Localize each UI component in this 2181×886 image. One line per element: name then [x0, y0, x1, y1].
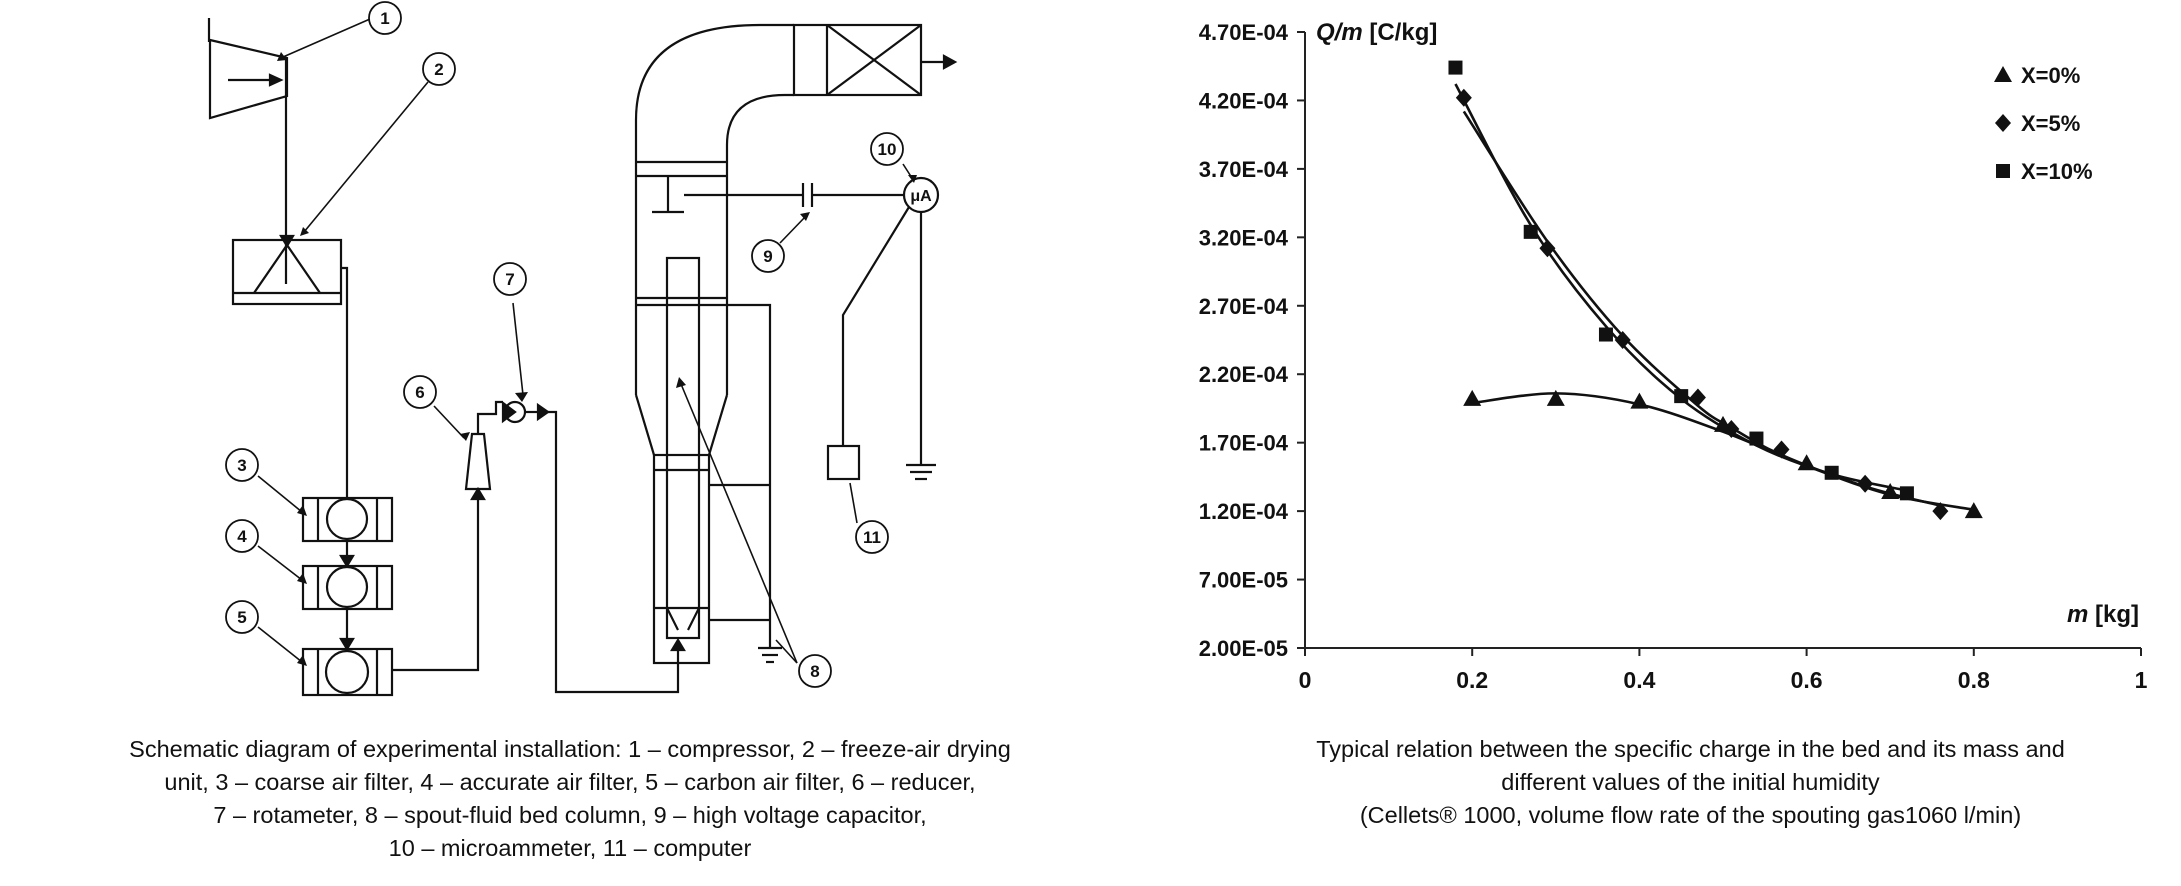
callout-3 — [225, 448, 259, 482]
data-point-square — [1598, 327, 1613, 342]
data-point-diamond — [1773, 440, 1790, 459]
microammeter — [841, 176, 940, 481]
y-tick-label: 7.00E-05 — [1199, 568, 1288, 593]
callout-10-label: 10 — [878, 140, 897, 159]
data-point-diamond — [1455, 88, 1472, 107]
y-tick-label: 2.00E-05 — [1199, 636, 1288, 661]
callout-6-label: 6 — [415, 383, 424, 402]
data-point-triangle — [1881, 482, 1900, 499]
x-tick-label: 0.2 — [1456, 667, 1488, 693]
callout-4 — [225, 519, 259, 553]
data-point-triangle — [1630, 392, 1649, 409]
y-tick-label: 1.70E-04 — [1199, 431, 1289, 456]
callout-7-label: 7 — [505, 270, 514, 289]
legend-label: X=5% — [2021, 111, 2080, 136]
data-point-square — [1523, 224, 1538, 239]
accurate-air-filter — [301, 564, 394, 611]
y-tick-label: 2.70E-04 — [1199, 294, 1289, 319]
installation-schematic: 1 2 3 4 5 6 7 8 9 10 11 μA — [207, 1, 958, 697]
callout-9-label: 9 — [763, 247, 772, 266]
data-point-diamond — [1932, 502, 1949, 521]
chart-marks — [1448, 60, 1983, 521]
chart-caption-line: (Cellets® 1000, volume flow rate of the … — [1359, 802, 2022, 828]
callout-3-label: 3 — [237, 456, 246, 475]
legend-marker-diamond — [1995, 114, 2011, 132]
x-tick-label: 0.8 — [1958, 667, 1990, 693]
chart-axes: 2.00E-05 7.00E-05 1.20E-04 1.70E-04 2.20E-04… — [1199, 19, 2148, 693]
callout-9 — [751, 239, 785, 273]
legend-label: X=10% — [2021, 159, 2093, 184]
diagram-caption-line: Schematic diagram of experimental instal… — [129, 736, 1011, 762]
high-voltage-capacitor — [801, 183, 905, 207]
x-axis-label: m [kg] — [2067, 601, 2139, 628]
chart-fit-curves — [1454, 83, 1975, 512]
callout-5-label: 5 — [237, 608, 246, 627]
data-point-diamond — [1539, 239, 1556, 258]
callout-1-label: 1 — [380, 9, 389, 28]
data-point-diamond — [1857, 474, 1874, 493]
y-tick-label: 4.70E-04 — [1199, 20, 1289, 45]
freeze-air-drying-unit — [231, 234, 343, 306]
data-point-diamond — [1723, 419, 1740, 438]
callout-1 — [368, 1, 402, 35]
callout-5 — [225, 600, 259, 634]
data-point-triangle — [1964, 502, 1983, 519]
callout-11 — [855, 520, 889, 554]
callout-2 — [422, 52, 456, 86]
data-point-diamond — [1614, 331, 1631, 349]
data-point-square — [1824, 465, 1839, 480]
chart-caption-line: different values of the initial humidity — [1501, 769, 1880, 795]
callout-2-label: 2 — [434, 60, 443, 79]
diagram-caption-line: 7 – rotameter, 8 – spout-fluid bed colum… — [213, 802, 927, 828]
y-tick-label: 3.20E-04 — [1199, 225, 1289, 250]
diagram-caption: Schematic diagram of experimental instal… — [0, 733, 1140, 865]
y-tick-label: 4.20E-04 — [1199, 88, 1289, 113]
data-point-square — [1899, 486, 1914, 501]
coarse-air-filter — [301, 496, 394, 543]
legend-marker-triangle — [1994, 66, 2012, 82]
data-point-square — [1674, 389, 1689, 404]
data-point-triangle — [1546, 389, 1565, 406]
callout-11-label: 11 — [863, 528, 881, 547]
chart-legend: X=0% X=5% X=10% — [1994, 63, 2093, 184]
compressor — [207, 18, 289, 284]
y-tick-label: 3.70E-04 — [1199, 157, 1289, 182]
fit-curve-0 — [1472, 392, 1975, 512]
spout-fluid-bed-column — [634, 23, 958, 665]
callout-8-label: 8 — [810, 662, 819, 681]
x-tick-label: 0.4 — [1623, 667, 1655, 693]
data-point-triangle — [1797, 454, 1816, 471]
rotameter — [501, 400, 550, 424]
carbon-air-filter — [301, 647, 394, 697]
fit-curve-1 — [1462, 110, 1941, 507]
y-tick-label: 2.20E-04 — [1199, 362, 1289, 387]
data-point-square — [1448, 60, 1463, 75]
specific-charge-chart: 2.00E-05 7.00E-05 1.20E-04 1.70E-04 2.20E-04… — [1199, 19, 2148, 693]
data-point-square — [1749, 431, 1764, 446]
legend-label: X=0% — [2021, 63, 2080, 88]
callout-6 — [403, 375, 437, 409]
fit-curve-2 — [1454, 83, 1908, 492]
callout-8 — [798, 654, 832, 688]
computer — [826, 444, 861, 481]
data-point-triangle — [1463, 389, 1482, 406]
x-tick-label: 1 — [2135, 667, 2148, 693]
x-tick-label: 0 — [1299, 667, 1312, 693]
reducer — [464, 432, 492, 491]
callout-4-label: 4 — [237, 527, 247, 546]
legend-marker-square — [1996, 164, 2010, 178]
callout-7 — [493, 262, 527, 296]
chart-caption: Typical relation between the specific ch… — [1200, 733, 2181, 832]
microammeter-label: μA — [910, 188, 932, 205]
x-tick-label: 0.6 — [1791, 667, 1823, 693]
y-tick-label: 1.20E-04 — [1199, 499, 1289, 524]
y-axis-label: Q/m [C/kg] — [1316, 19, 1437, 46]
diagram-caption-line: 10 – microammeter, 11 – computer — [388, 835, 752, 861]
callout-10 — [870, 132, 904, 166]
chart-caption-line: Typical relation between the specific ch… — [1316, 736, 2065, 762]
data-point-diamond — [1689, 388, 1706, 407]
diagram-caption-line: unit, 3 – coarse air filter, 4 – accurat… — [164, 769, 976, 795]
